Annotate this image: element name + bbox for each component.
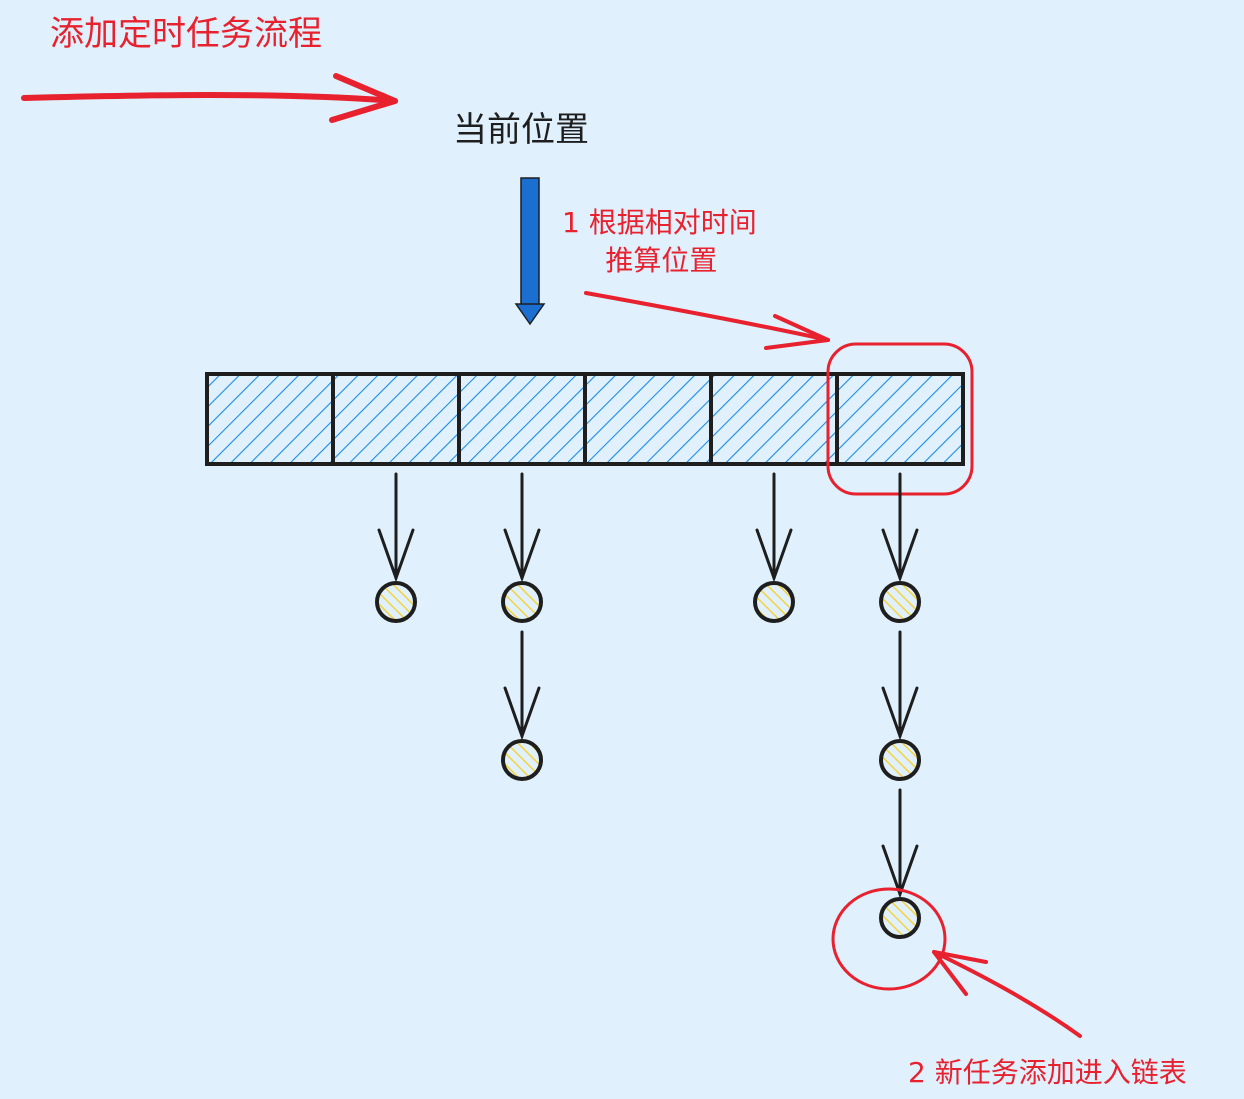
current-position-label: 当前位置 [453, 110, 589, 150]
chain-arrow [503, 630, 541, 741]
step1-line1: 1 根据相对时间 [562, 206, 757, 239]
wheel-slot [457, 372, 587, 466]
chain-arrow [377, 472, 415, 583]
wheel-slot [835, 372, 965, 466]
current-position-pointer [514, 177, 546, 326]
chain-arrow [755, 472, 793, 583]
wheel-slot [583, 372, 713, 466]
flow-direction-arrow [21, 73, 398, 123]
task-node [375, 581, 417, 623]
wheel-slots [205, 372, 965, 466]
chain-arrow [503, 472, 541, 583]
task-node [501, 739, 543, 781]
chain-arrow [881, 472, 919, 583]
step2-arrow [932, 950, 1082, 1038]
wheel-slot [331, 372, 461, 466]
step1-label: 1 根据相对时间 推算位置 [562, 204, 757, 280]
task-node [879, 581, 921, 623]
new-task-highlight [831, 887, 947, 991]
chain-arrow [881, 630, 919, 741]
task-chains [375, 472, 921, 939]
wheel-slot [205, 372, 335, 466]
step1-arrow [584, 291, 830, 350]
step2-label: 2 新任务添加进入链表 [908, 1056, 1187, 1089]
task-node [879, 897, 921, 939]
step1-line2: 推算位置 [605, 244, 718, 277]
wheel-slot [709, 372, 839, 466]
diagram-title: 添加定时任务流程 [50, 14, 322, 54]
task-node [501, 581, 543, 623]
chain-arrow [881, 788, 919, 899]
task-node [879, 739, 921, 781]
task-node [753, 581, 795, 623]
